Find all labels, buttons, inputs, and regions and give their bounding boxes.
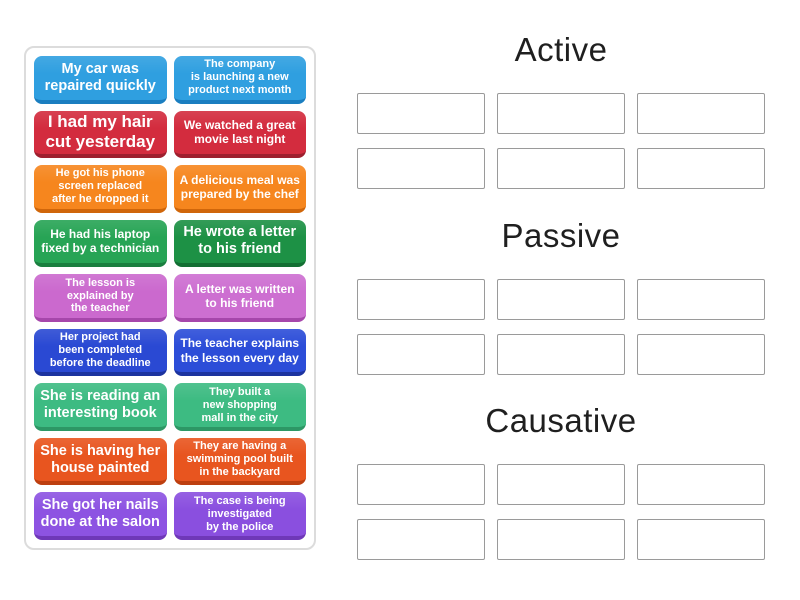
drop-slot[interactable] xyxy=(497,464,625,505)
drop-slot[interactable] xyxy=(357,148,485,189)
drop-slot[interactable] xyxy=(357,279,485,320)
slot-grid-passive xyxy=(348,279,774,375)
group-passive: Passive xyxy=(348,215,774,375)
sentence-card[interactable]: The teacher explains the lesson every da… xyxy=(173,328,306,377)
drop-slot[interactable] xyxy=(637,519,765,560)
group-title-causative: Causative xyxy=(485,402,637,439)
group-causative: Causative xyxy=(348,400,774,560)
drop-slot[interactable] xyxy=(497,334,625,375)
sentence-card[interactable]: She is having her house painted xyxy=(34,437,167,486)
sentence-card[interactable]: We watched a great movie last night xyxy=(173,110,306,159)
drop-slot[interactable] xyxy=(497,148,625,189)
group-title-active: Active xyxy=(514,31,608,68)
sentence-card[interactable]: The company is launching a new product n… xyxy=(173,56,306,104)
drop-slot[interactable] xyxy=(637,334,765,375)
drop-slot[interactable] xyxy=(497,93,625,134)
drop-slot[interactable] xyxy=(357,93,485,134)
sentence-card[interactable]: A delicious meal was prepared by the che… xyxy=(173,165,306,213)
sentence-card[interactable]: The case is being investigated by the po… xyxy=(173,492,306,540)
drop-slot[interactable] xyxy=(497,279,625,320)
drop-slot[interactable] xyxy=(357,519,485,560)
drop-slot[interactable] xyxy=(357,464,485,505)
sentence-card[interactable]: I had my hair cut yesterday xyxy=(34,110,167,159)
sentence-card[interactable]: He had his laptop fixed by a technician xyxy=(34,219,167,268)
drop-slot[interactable] xyxy=(497,519,625,560)
drop-slot[interactable] xyxy=(357,334,485,375)
drop-slot[interactable] xyxy=(637,464,765,505)
sentence-card[interactable]: She is reading an interesting book xyxy=(34,383,167,431)
slot-grid-causative xyxy=(348,464,774,560)
slot-grid-active xyxy=(348,93,774,189)
sentence-card[interactable]: The lesson is explained by the teacher xyxy=(34,274,167,322)
drop-slot[interactable] xyxy=(637,93,765,134)
sentence-card[interactable]: A letter was written to his friend xyxy=(173,274,306,322)
sentence-card[interactable]: She got her nails done at the salon xyxy=(34,492,167,540)
sentence-card[interactable]: They are having a swimming pool built in… xyxy=(173,437,306,486)
sentence-card[interactable]: He got his phone screen replaced after h… xyxy=(34,165,167,213)
sentence-card[interactable]: They built a new shopping mall in the ci… xyxy=(173,383,306,431)
drop-slot[interactable] xyxy=(637,148,765,189)
group-title-passive: Passive xyxy=(501,217,621,254)
group-active: Active xyxy=(348,29,774,189)
drop-slot[interactable] xyxy=(637,279,765,320)
sentence-card[interactable]: Her project had been completed before th… xyxy=(34,328,167,377)
sentence-card[interactable]: My car was repaired quickly xyxy=(34,56,167,104)
sentence-card[interactable]: He wrote a letter to his friend xyxy=(173,219,306,268)
